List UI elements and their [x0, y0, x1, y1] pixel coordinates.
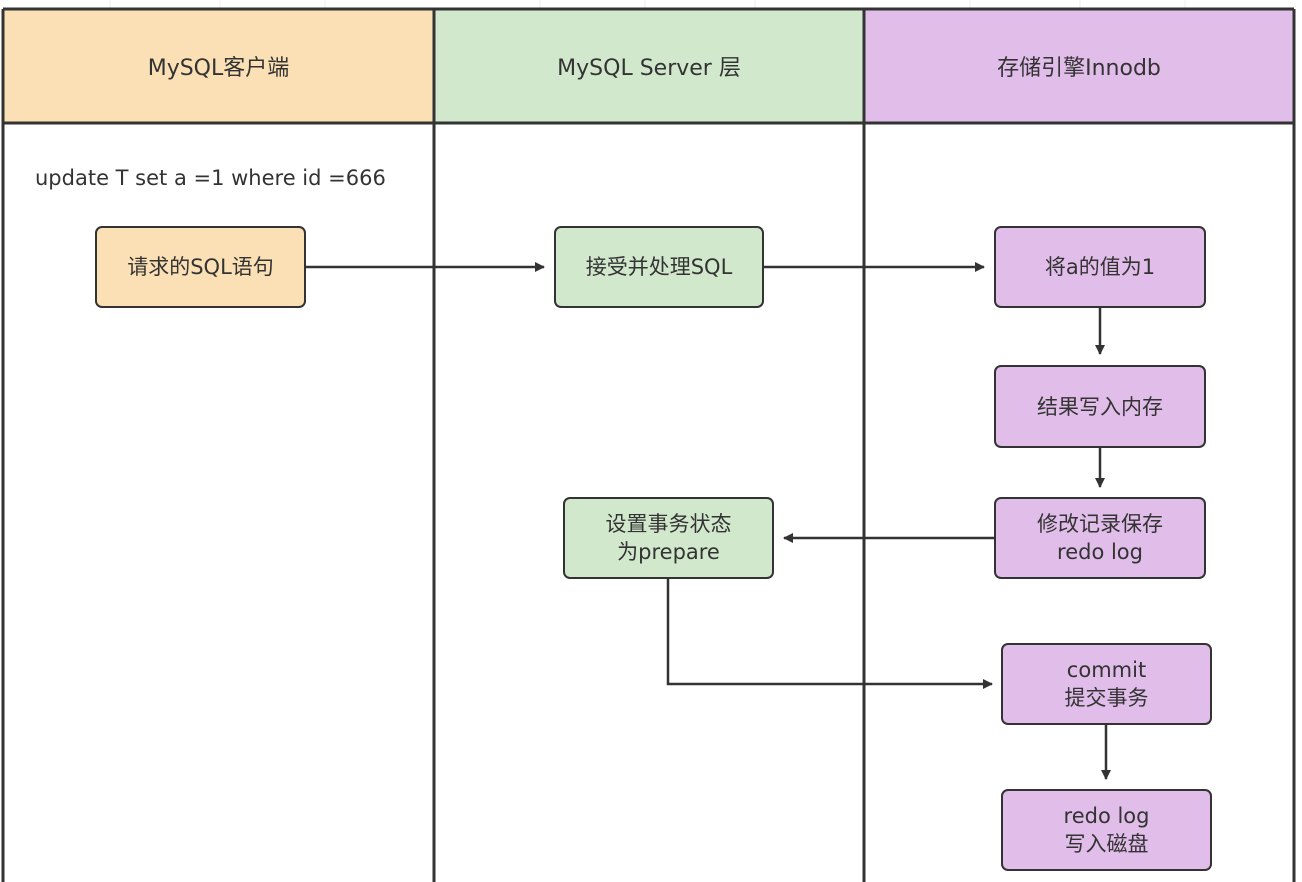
node-commit-line1: commit	[1066, 658, 1147, 682]
lane-client-header-bg	[3, 9, 434, 123]
lane-client-title: MySQL客户端	[147, 56, 290, 81]
node-commit: commit 提交事务	[1001, 643, 1212, 725]
node-set-value-line1: 将a的值为1	[1044, 255, 1156, 279]
node-save-redo-log-line2: redo log	[1057, 540, 1143, 564]
node-save-redo-log-line1: 修改记录保存	[1037, 512, 1163, 536]
node-commit-line2: 提交事务	[1064, 686, 1149, 710]
lane-engine-header-bg	[864, 9, 1294, 123]
node-write-memory: 结果写入内存	[994, 365, 1206, 448]
node-set-prepare: 设置事务状态 为prepare	[563, 497, 774, 579]
node-save-redo-log: 修改记录保存 redo log	[994, 497, 1206, 579]
node-flush-redo-log-line1: redo log	[1063, 804, 1150, 828]
node-set-prepare-line2: 为prepare	[617, 540, 720, 564]
lane-server-title: MySQL Server 层	[557, 56, 741, 81]
node-flush-redo-log: redo log 写入磁盘	[1001, 789, 1212, 871]
node-set-prepare-line1: 设置事务状态	[605, 512, 732, 536]
node-request-sql: 请求的SQL语句	[95, 226, 306, 308]
node-request-sql-line1: 请求的SQL语句	[127, 255, 274, 279]
node-write-memory-line1: 结果写入内存	[1037, 394, 1163, 419]
node-set-value: 将a的值为1	[994, 226, 1206, 308]
node-flush-redo-log-line2: 写入磁盘	[1064, 832, 1149, 856]
node-accept-sql: 接受并处理SQL	[554, 226, 764, 308]
sql-statement: update T set a =1 where id =666	[35, 166, 386, 190]
lane-server-header-bg	[434, 9, 864, 123]
lane-engine-title: 存储引擎Innodb	[997, 56, 1161, 81]
node-accept-sql-line1: 接受并处理SQL	[585, 255, 733, 279]
